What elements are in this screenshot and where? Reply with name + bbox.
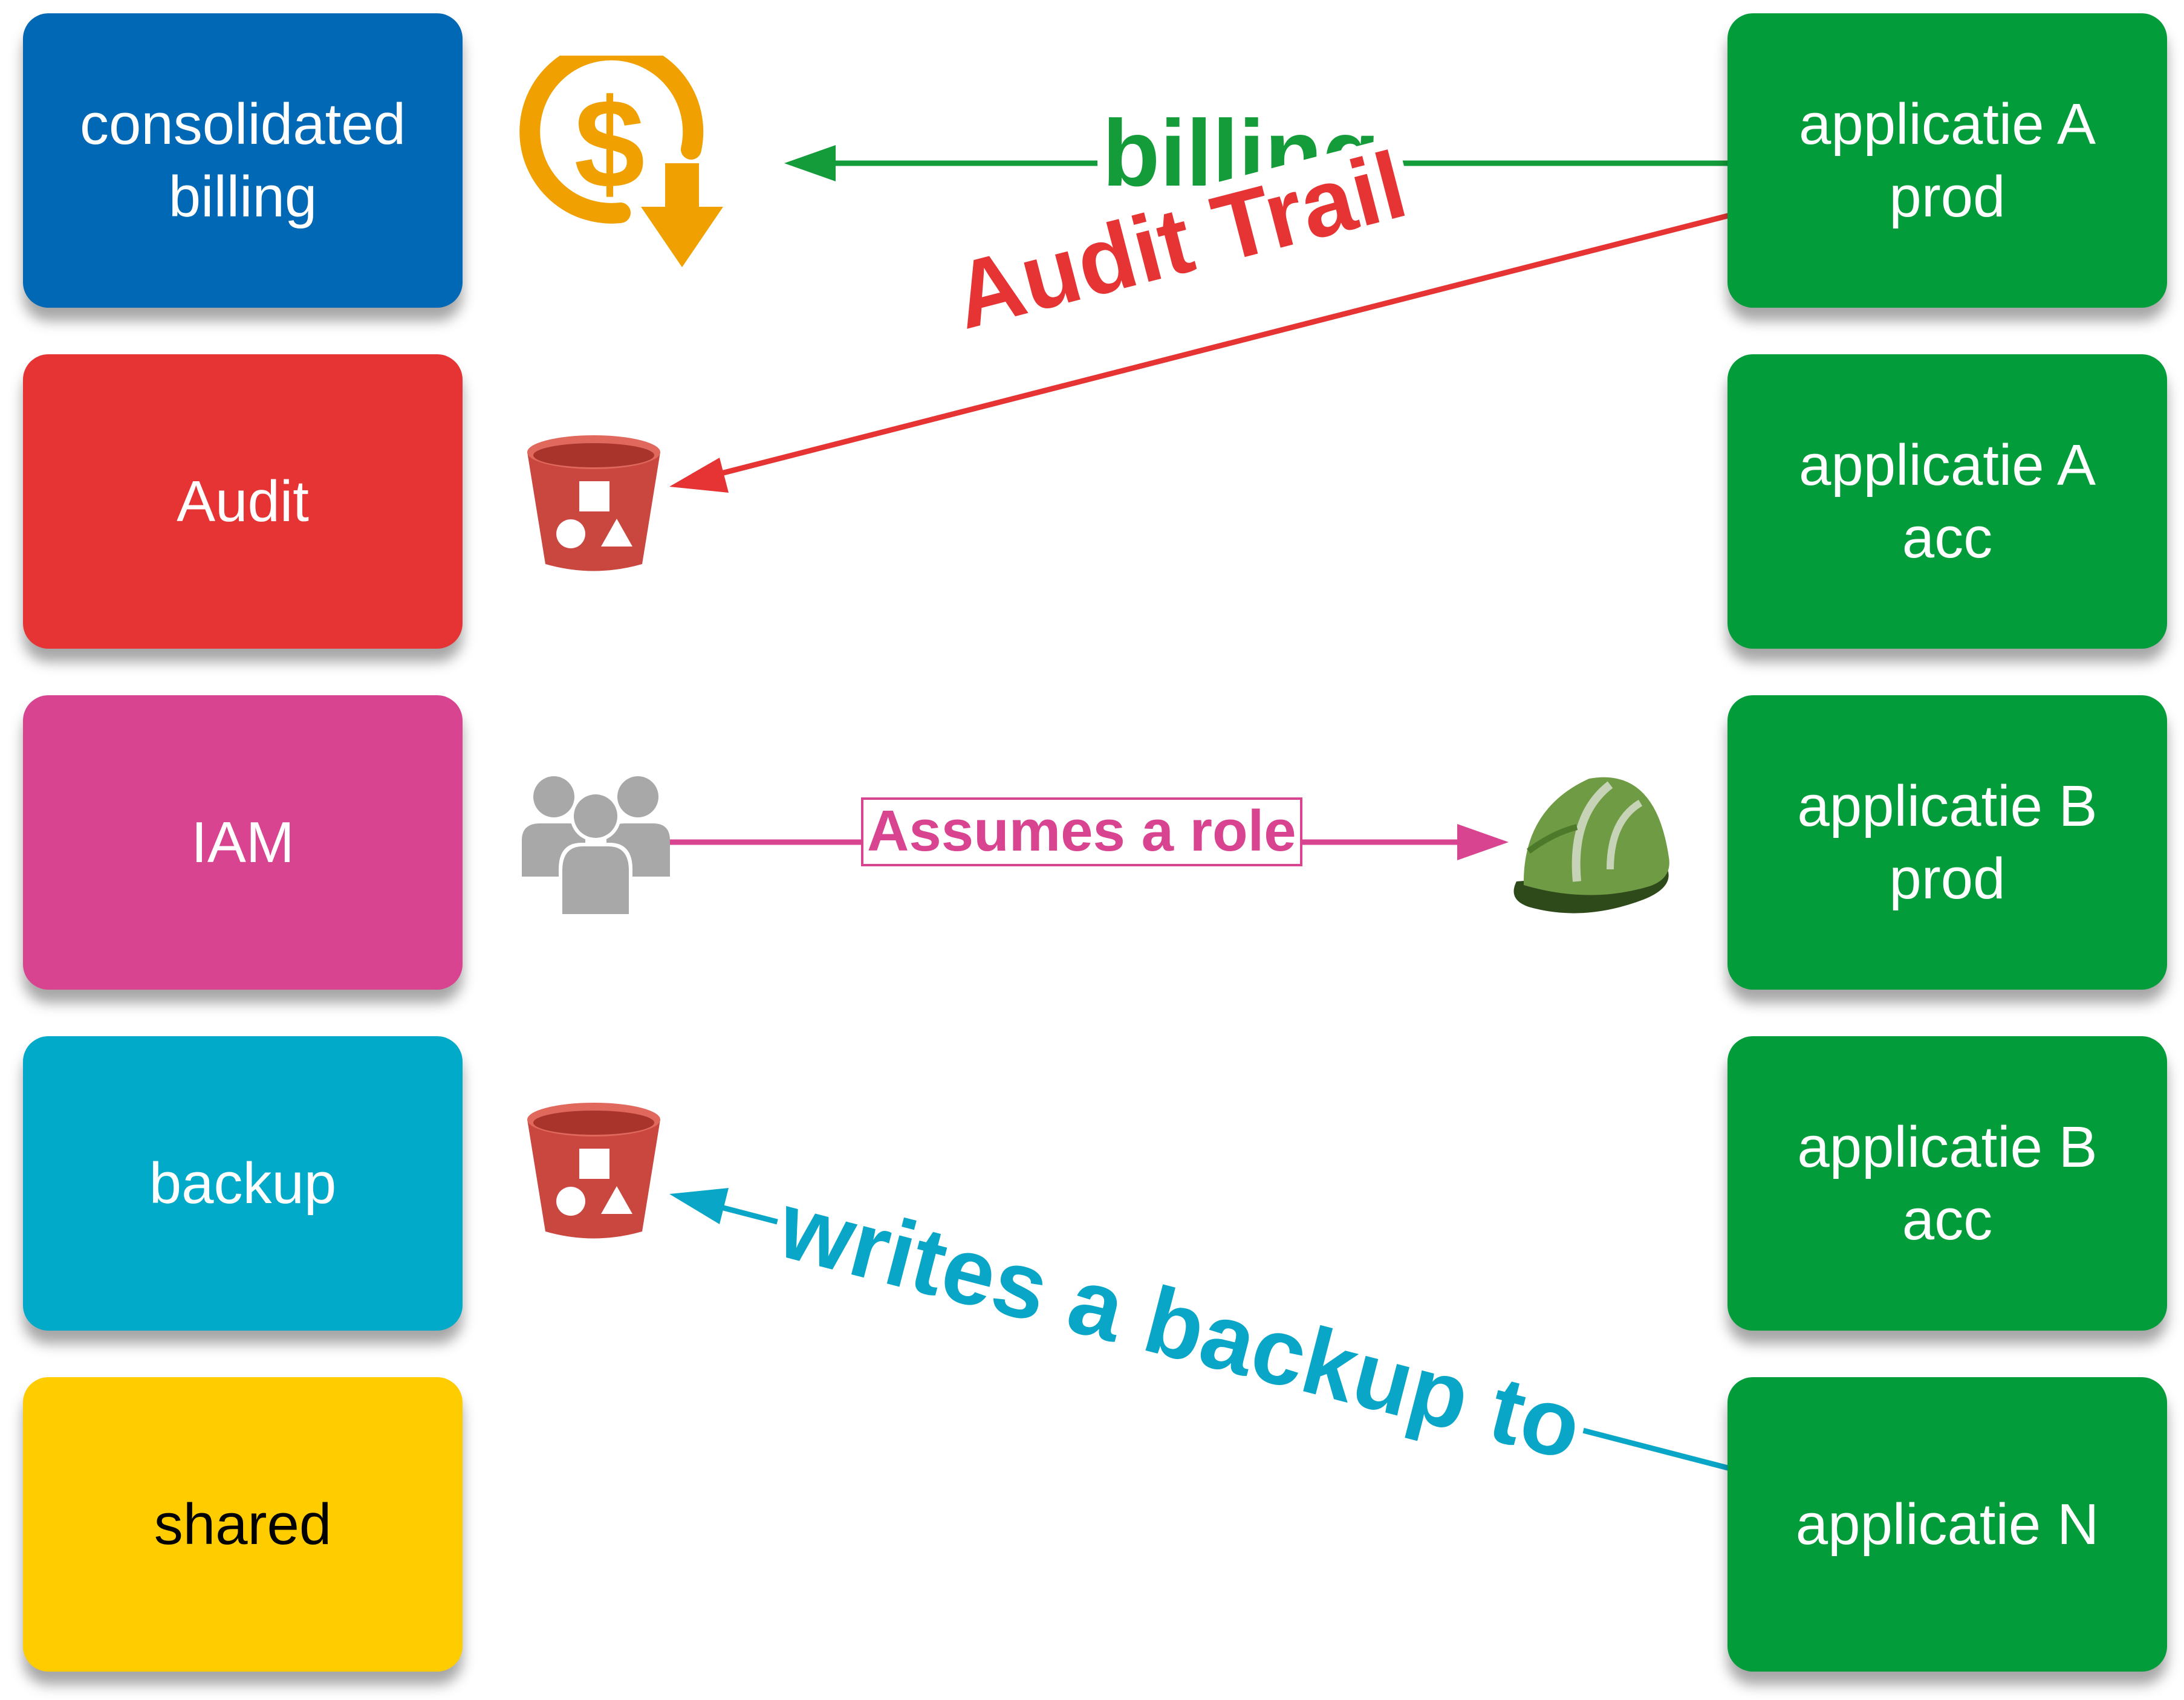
iam-account: IAM bbox=[23, 695, 463, 990]
applicatie-n-account: applicatie N bbox=[1727, 1377, 2167, 1672]
applicatie-b-prod-label-line1: applicatie B bbox=[1797, 773, 2098, 839]
applicatie-a-acc-account: applicatie A acc bbox=[1727, 354, 2167, 649]
applicatie-b-acc-label-line1: applicatie B bbox=[1797, 1114, 2098, 1179]
consolidated-billing-label-line1: consolidated bbox=[79, 91, 406, 157]
backup-bucket-icon bbox=[527, 1103, 660, 1239]
applicatie-a-prod-label-line1: applicatie A bbox=[1798, 91, 2096, 157]
audit-bucket-icon bbox=[527, 435, 660, 571]
dollar-cycle-download-icon: $ bbox=[519, 56, 723, 267]
applicatie-b-acc-label-line2: acc bbox=[1902, 1187, 1993, 1252]
backup-account-label: backup bbox=[149, 1150, 337, 1216]
assumes-role-connection-label: Assumes a role bbox=[861, 797, 1302, 866]
applicatie-b-acc-account: applicatie B acc bbox=[1727, 1036, 2167, 1331]
backup-arrowhead bbox=[669, 1188, 729, 1224]
hard-hat-icon bbox=[1513, 777, 1669, 913]
audit-trail-line bbox=[715, 212, 1734, 478]
audit-trail-arrowhead bbox=[669, 458, 729, 493]
applicatie-b-prod-label-line2: prod bbox=[1889, 846, 2006, 911]
shared-account: shared bbox=[23, 1377, 463, 1672]
audit-account-label: Audit bbox=[177, 469, 309, 534]
assumes-role-arrowhead bbox=[1457, 824, 1509, 860]
applicatie-a-acc-label-line2: acc bbox=[1902, 505, 1993, 570]
users-group-icon bbox=[522, 776, 670, 914]
billing-arrowhead bbox=[784, 145, 836, 181]
svg-text:$: $ bbox=[574, 73, 645, 215]
applicatie-a-prod-label-line2: prod bbox=[1889, 164, 2006, 229]
iam-account-label: IAM bbox=[191, 809, 294, 875]
backup-account: backup bbox=[23, 1036, 463, 1331]
applicatie-a-acc-label-line1: applicatie A bbox=[1798, 432, 2096, 498]
consolidated-billing-account: consolidated billing bbox=[23, 13, 463, 308]
applicatie-a-prod-account: applicatie A prod bbox=[1727, 13, 2167, 308]
audit-account: Audit bbox=[23, 354, 463, 649]
consolidated-billing-label-line2: billing bbox=[168, 164, 317, 229]
applicatie-b-prod-account: applicatie B prod bbox=[1727, 695, 2167, 990]
shared-account-label: shared bbox=[154, 1491, 332, 1557]
audit-trail-connector bbox=[669, 212, 1734, 493]
applicatie-n-label: applicatie N bbox=[1795, 1491, 2099, 1557]
